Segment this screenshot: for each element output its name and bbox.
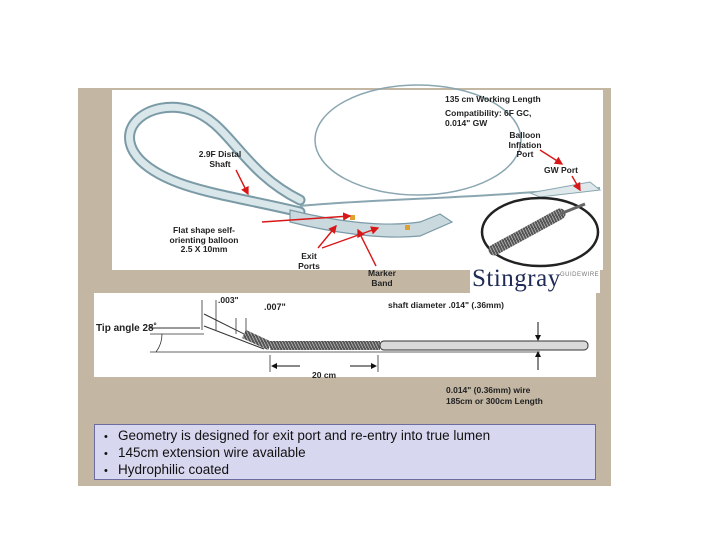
distal-shaft-line-2: Shaft <box>188 160 252 170</box>
feature-item-2: 145cm extension wire available <box>104 445 490 462</box>
marker-band-label: Marker Band <box>360 269 404 288</box>
catheter-shaft <box>130 107 452 237</box>
stingray-logo: Stingray GUIDEWIRE <box>470 268 600 293</box>
compatibility-label-2: 0.014" GW <box>445 119 487 129</box>
distal-shaft-label: 2.9F Distal Shaft <box>188 150 252 169</box>
tip-angle-label: Tip angle 28˚ <box>96 324 157 334</box>
wire-spec-label-1: 0.014" (0.36mm) wire <box>446 386 530 396</box>
tip-closeup-inset <box>482 198 598 266</box>
logo-sub: GUIDEWIRE <box>560 272 599 278</box>
marker-band-1 <box>350 215 355 220</box>
guidewire-drawing <box>150 300 588 372</box>
marker-band-2 <box>405 225 410 230</box>
balloon-port-line-3: Port <box>502 150 548 160</box>
balloon-port-label: Balloon Inflation Port <box>502 131 548 160</box>
length-20cm-label: 20 cm <box>312 371 336 381</box>
feature-item-1: Geometry is designed for exit port and r… <box>104 428 490 445</box>
wire-spec-label-2: 185cm or 300cm Length <box>446 397 543 407</box>
dim-003-label: .003" <box>218 296 239 306</box>
gw-port-label: GW Port <box>544 166 578 176</box>
exit-ports-line-2: Ports <box>292 262 326 272</box>
shaft-diameter-label: shaft diameter .014" (.36mm) <box>388 301 504 311</box>
logo-brand: Stingray <box>472 265 561 293</box>
balloon-line-3: 2.5 X 10mm <box>152 245 256 255</box>
balloon-label: Flat shape self- orienting balloon 2.5 X… <box>152 226 256 255</box>
dim-007-label: .007" <box>264 303 286 313</box>
feature-item-3: Hydrophilic coated <box>104 462 490 479</box>
exit-ports-label: Exit Ports <box>292 252 326 271</box>
marker-band-line-2: Band <box>360 279 404 289</box>
feature-list: Geometry is designed for exit port and r… <box>104 428 490 479</box>
working-length-label: 135 cm Working Length <box>445 95 541 105</box>
